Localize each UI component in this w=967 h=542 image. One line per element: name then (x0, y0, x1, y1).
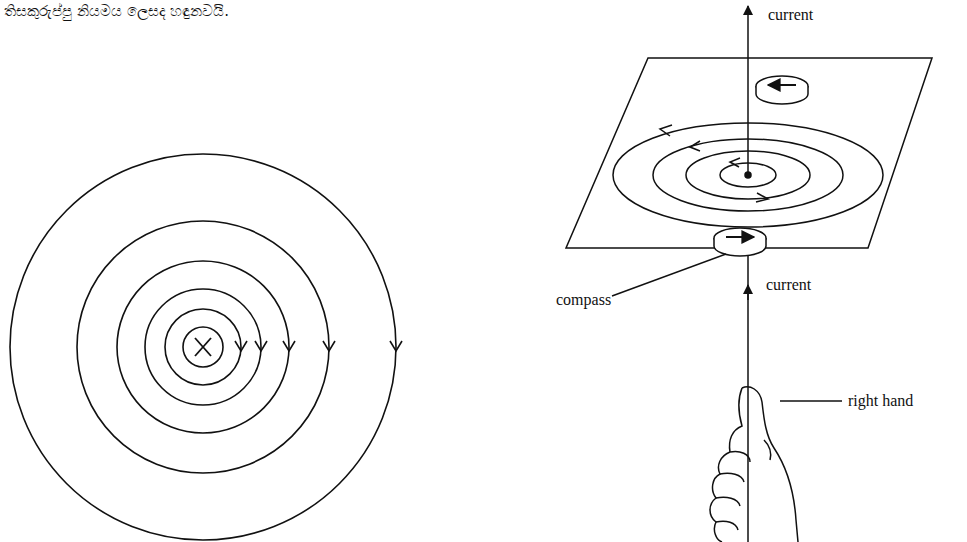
current-label: current (768, 6, 813, 24)
compass-label: compass (556, 291, 611, 309)
hand-label: right hand (848, 392, 913, 410)
wire-and-plane (566, 6, 932, 542)
current-label: current (766, 276, 811, 294)
heading-text: තිසකුරුප්පු නියමය ලෙසද හඳුනවයි. (4, 3, 229, 20)
field-circles (10, 154, 402, 540)
